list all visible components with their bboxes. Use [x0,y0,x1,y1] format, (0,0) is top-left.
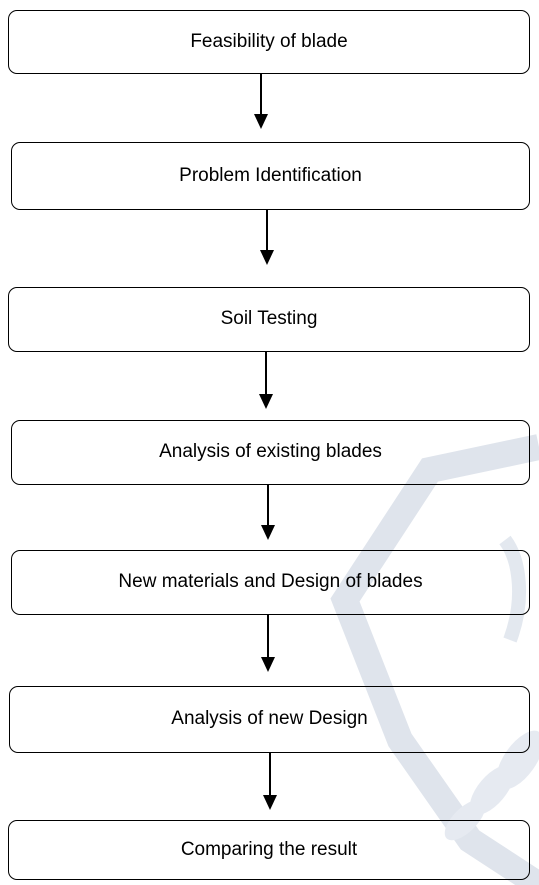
arrow-down [260,753,280,811]
step-label: Feasibility of blade [190,30,348,52]
arrow-down [251,74,271,130]
step-box-new-materials: New materials and Design of blades [11,550,530,615]
step-box-analysis-new-design: Analysis of new Design [9,686,530,753]
arrow-down [257,210,277,266]
step-label: New materials and Design of blades [118,571,423,593]
step-box-feasibility: Feasibility of blade [8,10,530,74]
arrow-down [256,352,276,410]
arrow-down [258,615,278,673]
step-label: Analysis of existing blades [159,441,382,463]
step-label: Comparing the result [180,838,358,860]
step-label: Problem Identification [179,164,362,186]
step-box-problem-identification: Problem Identification [11,142,530,210]
step-box-comparing-result: Comparing the result [8,820,530,880]
step-box-soil-testing: Soil Testing [8,287,530,352]
arrow-down [258,485,278,541]
step-label: Soil Testing [220,308,318,330]
step-box-analysis-existing: Analysis of existing blades [11,420,530,485]
step-label: Analysis of new Design [171,708,368,730]
